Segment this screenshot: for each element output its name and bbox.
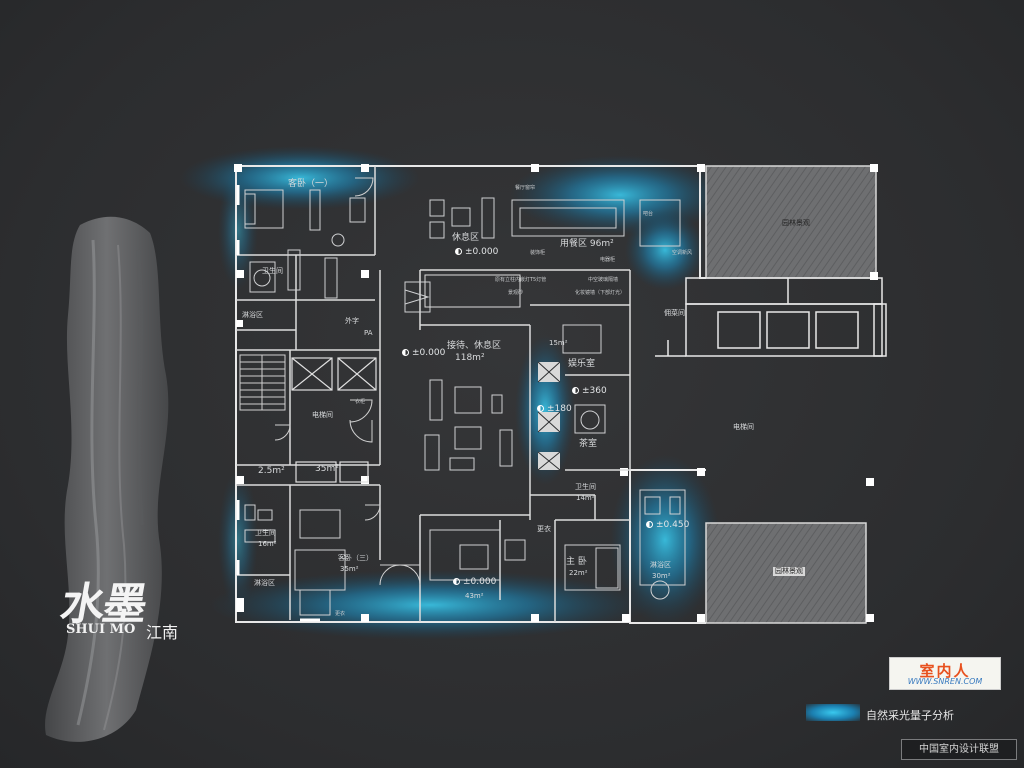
room-living-43: 43m² [465,592,484,600]
legend-label: 自然采光量子分析 [866,709,954,722]
note: 中空玻璃隔墙 [588,277,619,283]
elevation-marker: ±360 [572,387,607,396]
label-pa: PA [364,329,373,337]
room-service: 佣菜间 [664,309,685,317]
room-bathroom-master: 卫生间 [575,483,596,491]
room-reception-area: 118m² [455,353,485,363]
room-rest-area: 休息区 [452,233,480,243]
room-entertainment-area: 15m² [549,339,568,347]
room-elevator-hall-left: 电梯间 [312,411,333,419]
elevation-marker: ±180 [537,405,572,414]
room-dining-area: 用餐区 96m² [560,239,614,249]
room-master-bedroom-area: 22m² [569,569,588,577]
brand-logo: 室内人 WWW.SNREN.COM [889,657,1001,690]
elevation-marker: ±0.000 [402,349,445,358]
elevation-marker: ±0.000 [453,578,496,587]
room-prep: 外字 [345,317,359,325]
room-area-2-5: 2.5m² [258,466,285,476]
logo-english: SHUI MO [66,622,136,637]
room-bathroom-left2-area: 16m² [258,540,277,548]
note: 吧台 [643,211,654,217]
room-shower-master: 淋浴区 [650,561,671,569]
room-reception: 接待、休息区 [447,341,502,351]
elevation-marker: ±0.450 [646,521,689,530]
room-entertainment: 娱乐室 [568,359,596,369]
room-bathroom-left: 卫生间 [262,267,283,275]
note: 电器柜 [600,257,616,263]
room-tea: 茶室 [579,439,598,449]
room-master-bedroom: 主 卧 [566,557,587,567]
logo-chinese: 江南 [146,623,179,642]
room-bathroom-master-area: 14m² [576,494,595,502]
room-elevator-hall-right: 电梯间 [733,423,754,431]
room-shower-left2: 淋浴区 [254,579,275,587]
note: 更衣 [335,611,346,617]
brand-url: WWW.SNREN.COM [907,677,983,686]
note: 景观砂 [508,290,524,296]
room-guest-bedroom-1: 客卧（一） [288,179,334,189]
note: 原有立柱内嵌灯T5灯管 [495,277,547,283]
room-guest-bedroom-3-area: 35m² [340,565,359,573]
room-area-35-left: 35m² [315,464,339,474]
note: 餐厅窗帘 [515,185,536,191]
garden-top [705,165,877,279]
label-garden-top: 园林景观 [782,219,810,227]
elevation-marker: ±0.000 [455,248,498,257]
note: 衣柜 [355,399,366,405]
room-guest-bedroom-3: 客卧（三） [338,554,373,562]
legend-swatch [806,704,860,721]
note: 空调新风 [672,250,693,256]
room-bathroom-left2: 卫生间 [255,529,276,537]
note: 装饰柜 [530,250,546,256]
room-shower-left: 淋浴区 [242,311,263,319]
room-changing: 更衣 [537,525,551,533]
footer-label: 中国室内设计联盟 [901,739,1017,760]
note: 化妆镜墙（下部灯光） [575,290,626,296]
brand-name: 室内人 [919,662,971,680]
ink-brush-stroke [45,216,169,742]
room-shower-master-area: 30m² [652,572,671,580]
label-garden-bottom: 园林景观 [773,567,805,576]
